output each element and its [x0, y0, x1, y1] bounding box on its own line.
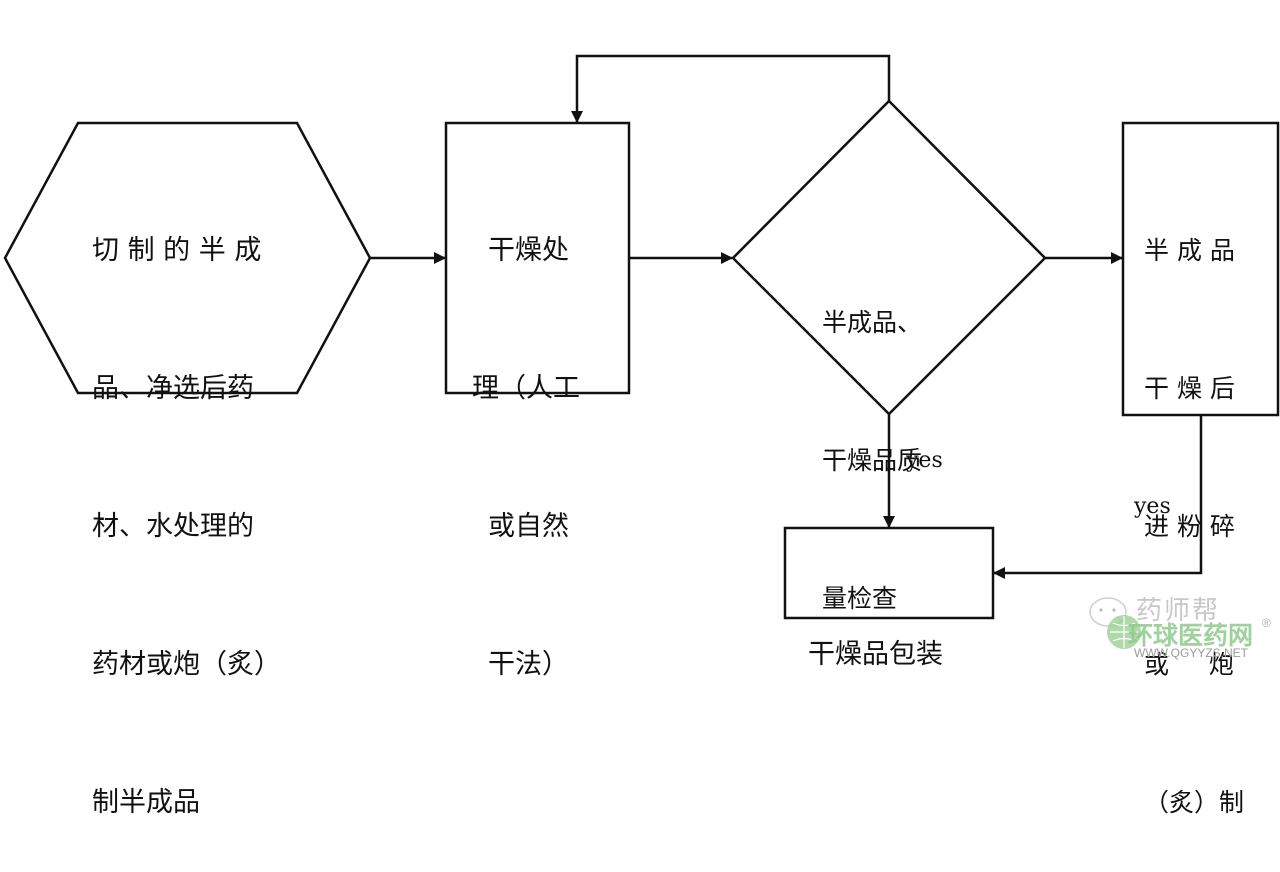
text-line: 制半成品: [92, 787, 200, 818]
text-line: （炙）制: [1144, 788, 1245, 817]
input-hexagon: [3, 121, 372, 395]
drying-process-box: [444, 121, 631, 395]
registered-mark: ®: [1262, 616, 1271, 630]
input-node-text: 切 制 的 半 成 品、净选后药 材、水处理的 药材或炮（炙） 制半成品: [92, 136, 281, 872]
text-line: 干燥品包装: [808, 639, 943, 670]
text-line: 药材或炮（炙）: [92, 649, 281, 680]
inspection-node-text: 半成品、 干燥品质 量检查: [822, 208, 922, 668]
text-line: 干法）: [488, 649, 569, 680]
further-processing-box: [1121, 121, 1280, 417]
watermark-brand: 药师帮: [1136, 596, 1221, 626]
text-line: 半成品、: [822, 308, 923, 337]
text-line: 材、水处理的: [92, 511, 254, 542]
drying-node-text: 干燥处 理（人工 或自然 干法）: [472, 136, 580, 734]
text-line: 或自然: [488, 511, 569, 542]
text-line: 切 制 的 半 成: [92, 235, 262, 266]
text-line: 干燥品质: [822, 446, 923, 475]
watermark: 药师帮 环球医药网 ® WWW.QGYYZS.NET: [1086, 590, 1276, 665]
edge-label-yes-inspection: yes: [906, 448, 943, 473]
text-line: 干燥处: [488, 235, 569, 266]
text-line: 量检查: [822, 584, 898, 613]
text-line: 干 燥 后: [1144, 374, 1235, 403]
text-line: 品、净选后药: [92, 373, 254, 404]
wechat-icon: [1089, 597, 1141, 649]
edge-further-to-packaging: [993, 415, 1203, 579]
edge-label-yes-further: yes: [1134, 494, 1171, 519]
flowchart-canvas: [3, 54, 1280, 620]
text-line: 理（人工: [472, 373, 580, 404]
text-line: 半 成 品: [1144, 236, 1235, 265]
watermark-url: WWW.QGYYZS.NET: [1134, 646, 1248, 660]
text-line: 进 粉 碎: [1144, 512, 1235, 541]
edge-inspection-loop-to-drying: [571, 54, 891, 123]
watermark-site-name: 环球医药网: [1128, 621, 1254, 650]
packaging-box: [783, 526, 995, 620]
packaging-node-text: 干燥品包装: [808, 540, 943, 724]
